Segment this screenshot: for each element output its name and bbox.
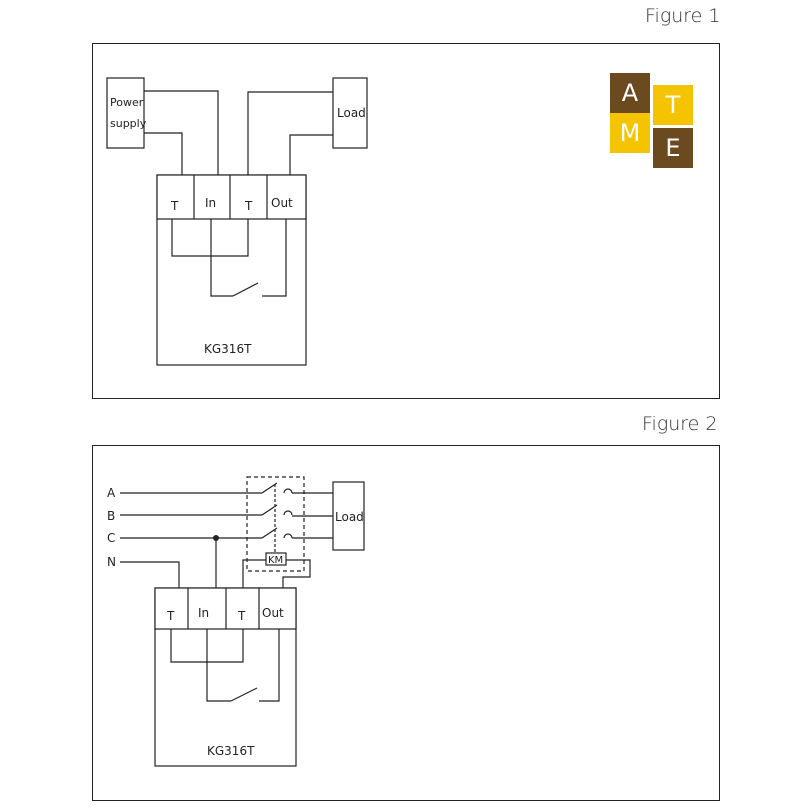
wire-supply-to-T [144,132,183,175]
power-supply-label-line1: Power [110,96,144,109]
internal-switch-to-out-2 [259,629,280,702]
phase-C-label: C [107,531,115,545]
wire-coil-to-out [282,559,311,588]
internal-T-link [171,219,249,257]
load-label-2: Load [335,510,364,524]
logo-letter-E: E [653,128,693,168]
load-box-2 [332,481,365,551]
terminal-2-T2: T [237,609,246,623]
switch-contact-1 [232,282,259,297]
phase-B-label: B [107,509,115,523]
device-label-1: KG316T [204,342,252,356]
logo-letter-A: A [610,73,650,113]
contactor-dashed-box [246,476,305,572]
terminal-2-Out: Out [262,606,284,620]
line-N [120,561,180,588]
figure-1-title: Figure 1 [645,5,721,27]
power-supply-box [106,77,145,149]
device-label-2: KG316T [207,744,255,758]
terminal-2-In: In [198,606,209,620]
terminal-block-1 [156,174,307,220]
wire-T-to-coil [242,559,266,588]
internal-In-to-switch-2 [206,629,231,702]
figure-2-title: Figure 2 [642,413,718,435]
terminal-1-In: In [205,196,216,210]
logo-letter-M: M [610,113,650,153]
terminal-1-Out: Out [271,196,293,210]
power-supply-label-line2: supply [110,117,147,130]
wire-T-to-load [247,91,333,175]
figure-2-diagram [120,476,365,767]
km-coil [265,552,287,566]
load-box-1 [332,77,368,149]
wire-out-to-load [289,134,333,175]
km-label: KM [268,555,283,566]
logo-letter-T: T [653,85,693,125]
terminal-1-T1: T [170,199,179,213]
internal-switch-to-out [262,219,287,297]
phase-N-label: N [107,555,116,569]
terminal-1-T2: T [244,199,253,213]
figure-1-diagram [106,77,368,366]
switch-contact-2 [230,687,258,702]
wire-supply-to-In [144,90,219,175]
phase-A-label: A [107,486,116,500]
load-label-1: Load [337,106,366,120]
internal-In-to-switch [210,219,233,297]
terminal-2-T1: T [166,609,175,623]
atme-logo: A T M E [610,73,693,168]
